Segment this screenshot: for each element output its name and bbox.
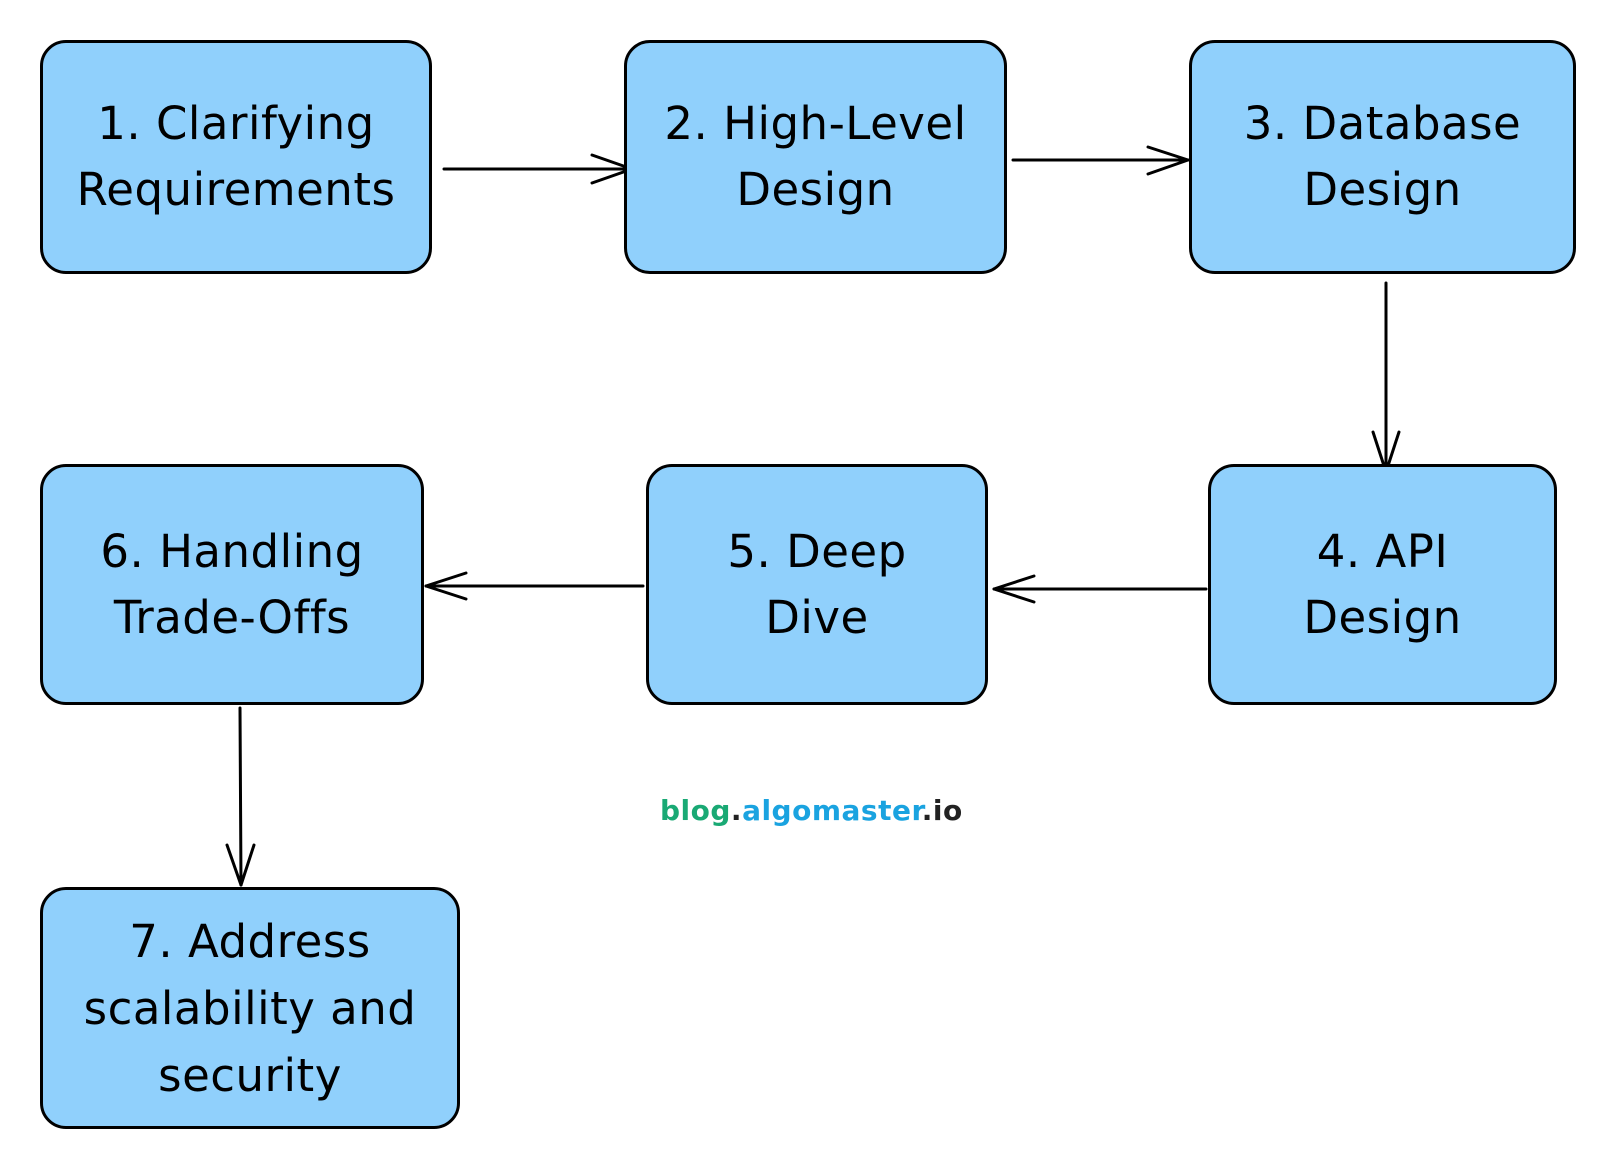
arrow-3-to-4 [1371, 281, 1401, 474]
step-3-label: 3. Database Design [1243, 97, 1522, 216]
step-4-box: 4. API Design [1208, 464, 1557, 705]
watermark-blog: blog [660, 794, 731, 827]
watermark-algomaster: algomaster [742, 794, 922, 827]
arrow-1-to-2 [442, 153, 634, 185]
arrow-5-to-6 [424, 571, 645, 601]
step-5-box: 5. Deep Dive [646, 464, 988, 705]
step-2-box: 2. High-Level Design [624, 40, 1007, 274]
watermark-io: io [932, 794, 963, 827]
step-3-box: 3. Database Design [1189, 40, 1576, 274]
step-7-label: 7. Address scalability and security [83, 914, 417, 1102]
step-2-label: 2. High-Level Design [664, 97, 967, 216]
arrow-2-to-3 [1011, 145, 1190, 176]
step-1-label: 1. Clarifying Requirements [76, 97, 396, 216]
step-1-box: 1. Clarifying Requirements [40, 40, 432, 274]
step-6-box: 6. Handling Trade-Offs [40, 464, 424, 705]
arrow-6-to-7 [225, 706, 256, 887]
watermark: blog.algomaster.io [660, 794, 963, 827]
step-7-box: 7. Address scalability and security [40, 887, 460, 1129]
watermark-dot-2: . [921, 794, 933, 827]
step-6-label: 6. Handling Trade-Offs [100, 524, 364, 644]
watermark-dot-1: . [730, 794, 743, 827]
step-5-label: 5. Deep Dive [727, 524, 907, 644]
step-4-label: 4. API Design [1303, 524, 1462, 644]
arrow-4-to-5 [992, 574, 1208, 604]
